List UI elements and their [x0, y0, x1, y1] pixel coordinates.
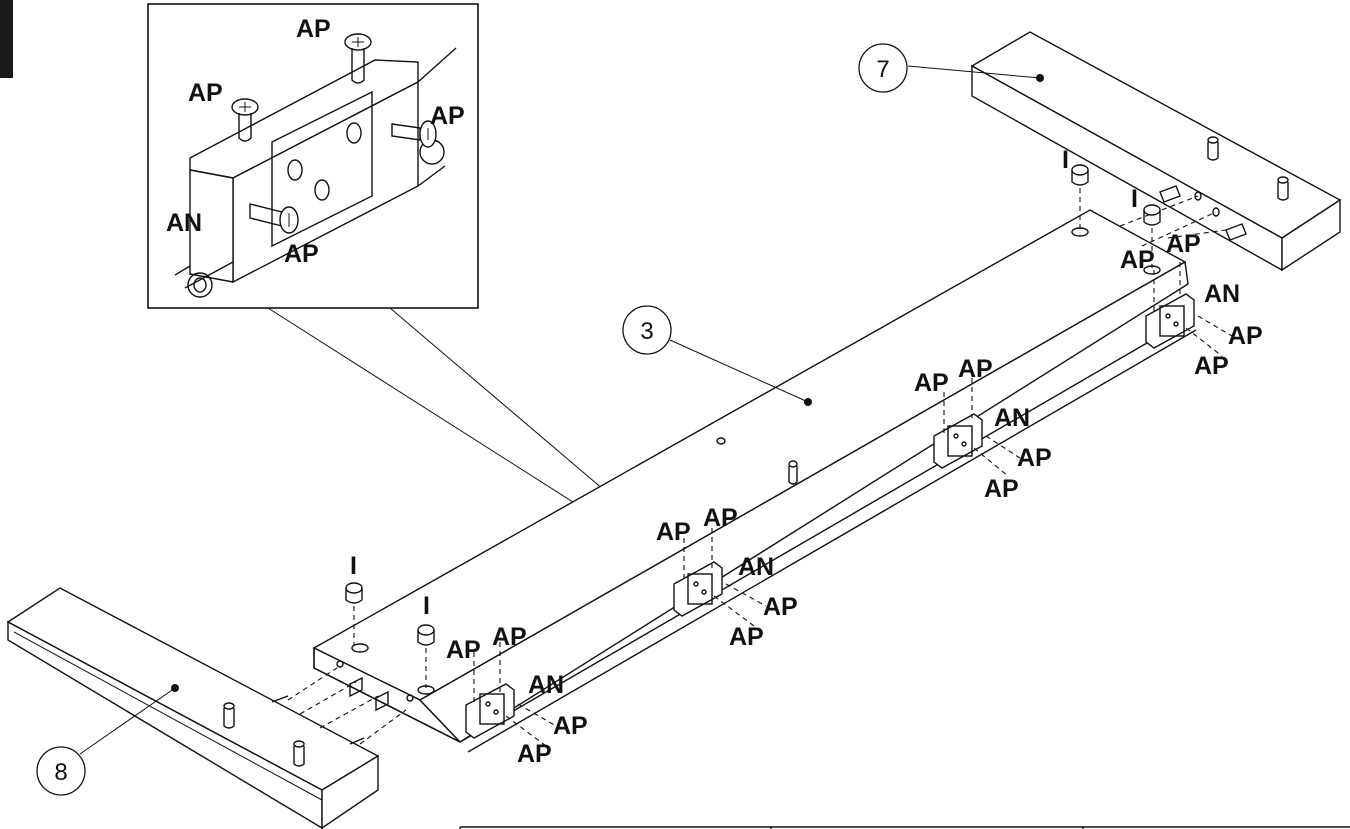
- an-label-b1: AN: [528, 671, 564, 699]
- ap-label-b2-2: AP: [703, 504, 738, 532]
- board-panel: [312, 209, 1197, 753]
- an-label-b2: AN: [738, 553, 774, 581]
- ap-label-b3-3: AP: [1017, 444, 1052, 472]
- an-label-b4: AN: [1204, 280, 1240, 308]
- end-panel-left: [6, 587, 407, 829]
- ap-label-b4-2: AP: [1166, 230, 1201, 258]
- bracket-4: [1145, 262, 1233, 357]
- ap-label-b1-3: AP: [553, 712, 588, 740]
- cam-label-2: I: [423, 592, 430, 620]
- detail-inset: AP AP AP AN AP: [147, 3, 479, 309]
- callout-number-7: 7: [876, 56, 889, 83]
- callout-number-3: 3: [640, 318, 653, 345]
- ap-label-b1-1: AP: [446, 636, 481, 664]
- inset-ap-label-3: AP: [430, 102, 465, 130]
- callout-part-8: 8: [36, 687, 176, 796]
- ap-label-b3-1: AP: [914, 369, 949, 397]
- page-corner-tab: [0, 0, 13, 78]
- ap-label-b2-3: AP: [763, 593, 798, 621]
- inset-an-label: AN: [166, 209, 202, 237]
- ap-label-b4-4: AP: [1194, 352, 1229, 380]
- an-label-b3: AN: [994, 404, 1030, 432]
- inset-ap-label-4: AP: [284, 240, 319, 268]
- bracket-2: [673, 528, 767, 627]
- inset-ap-label-1: AP: [296, 15, 331, 43]
- bracket-3: [933, 378, 1021, 477]
- callout-number-8: 8: [54, 759, 67, 786]
- end-panel-right: [970, 31, 1342, 272]
- inset-ap-label-2: AP: [188, 79, 223, 107]
- ap-label-b2-4: AP: [729, 623, 764, 651]
- cam-label-4: I: [1131, 185, 1138, 213]
- ap-label-b4-1: AP: [1120, 246, 1155, 274]
- callout-part-7: 7: [858, 43, 1041, 93]
- cam-lock-fittings: I I I I: [345, 146, 1161, 688]
- ap-label-b3-2: AP: [958, 355, 993, 383]
- ap-label-b2-1: AP: [656, 518, 691, 546]
- bracket-1: [465, 642, 557, 747]
- ap-label-b1-4: AP: [517, 740, 552, 768]
- callout-part-3: 3: [622, 305, 812, 406]
- ap-label-b1-2: AP: [492, 623, 527, 651]
- ap-label-b4-3: AP: [1228, 322, 1263, 350]
- cam-label-1: I: [350, 552, 357, 580]
- ap-label-b3-4: AP: [984, 475, 1019, 503]
- cam-label-3: I: [1062, 146, 1069, 174]
